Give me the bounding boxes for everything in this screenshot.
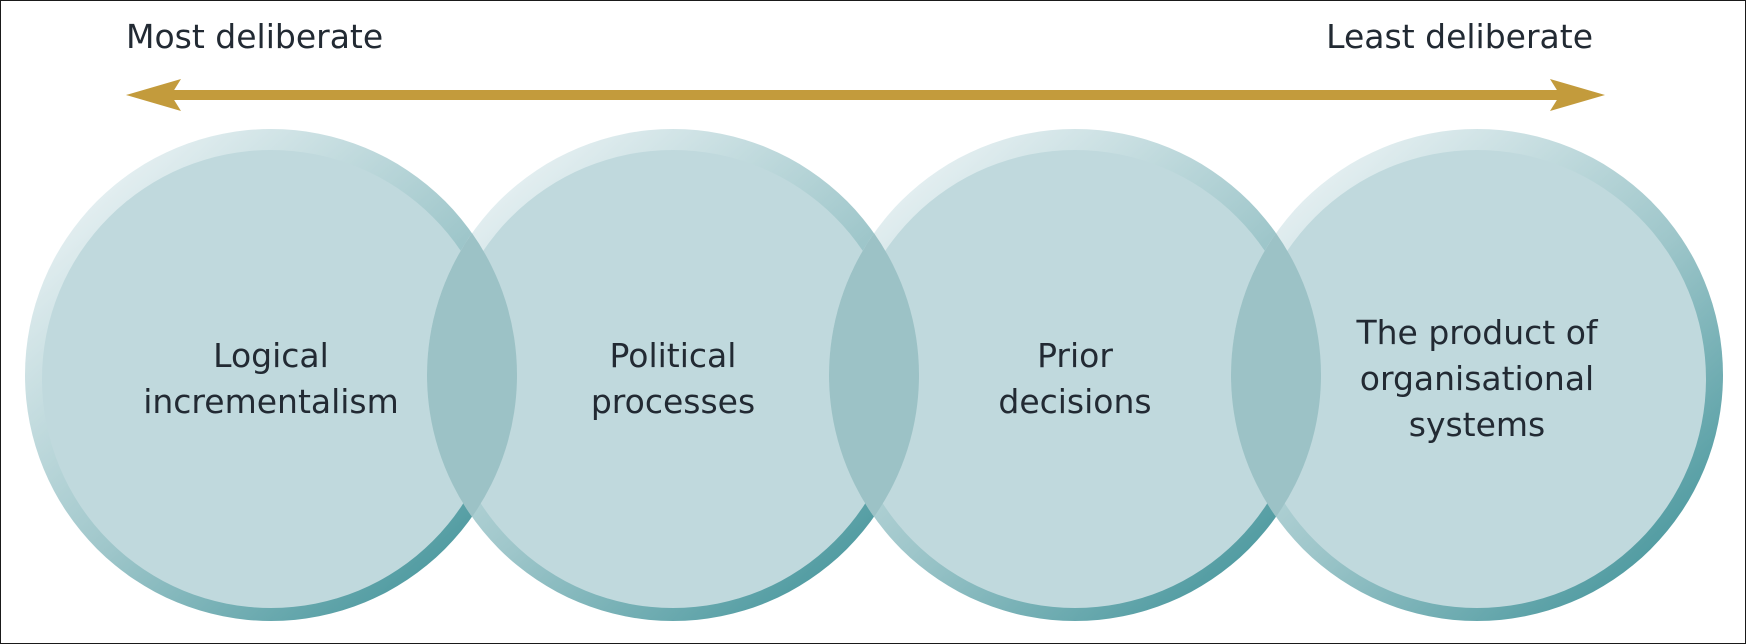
- overlaps-group: [427, 233, 1321, 517]
- circle-fill: [1248, 150, 1706, 608]
- circle-label-line: The product of: [1356, 313, 1598, 352]
- circle-label-3: Prior decisions: [925, 333, 1225, 425]
- circle-fill: [846, 150, 1304, 608]
- circle-label-2: Political processes: [523, 333, 823, 425]
- circle-label-1: Logical incrementalism: [121, 333, 421, 425]
- circle-label-line: Logical: [213, 336, 329, 375]
- circle-fill: [444, 150, 902, 608]
- circle-overlap-1: [427, 233, 517, 517]
- circle-label-line: organisational: [1359, 359, 1595, 398]
- circle-2: [427, 129, 919, 621]
- circle-label-4: The product of organisational systems: [1327, 310, 1627, 448]
- circles-group: [25, 129, 1723, 621]
- circle-4: [1231, 129, 1723, 621]
- circle-fill: [42, 150, 500, 608]
- deliberateness-arrow: [126, 79, 1605, 111]
- circle-overlap-2: [829, 233, 919, 517]
- most-deliberate-label: Most deliberate: [126, 17, 384, 56]
- circle-label-line: Prior: [1037, 336, 1113, 375]
- circle-label-line: Political: [609, 336, 737, 375]
- least-deliberate-label: Least deliberate: [1326, 17, 1593, 56]
- arrow-head-right: [1550, 79, 1605, 111]
- circle-1: [25, 129, 517, 621]
- circle-label-line: processes: [590, 382, 756, 421]
- circle-label-line: incrementalism: [143, 382, 399, 421]
- circle-label-line: decisions: [998, 382, 1152, 421]
- circle-overlap-3: [1231, 233, 1321, 517]
- arrow-head-left: [126, 79, 181, 111]
- circle-label-line: systems: [1408, 405, 1546, 444]
- circle-3: [829, 129, 1321, 621]
